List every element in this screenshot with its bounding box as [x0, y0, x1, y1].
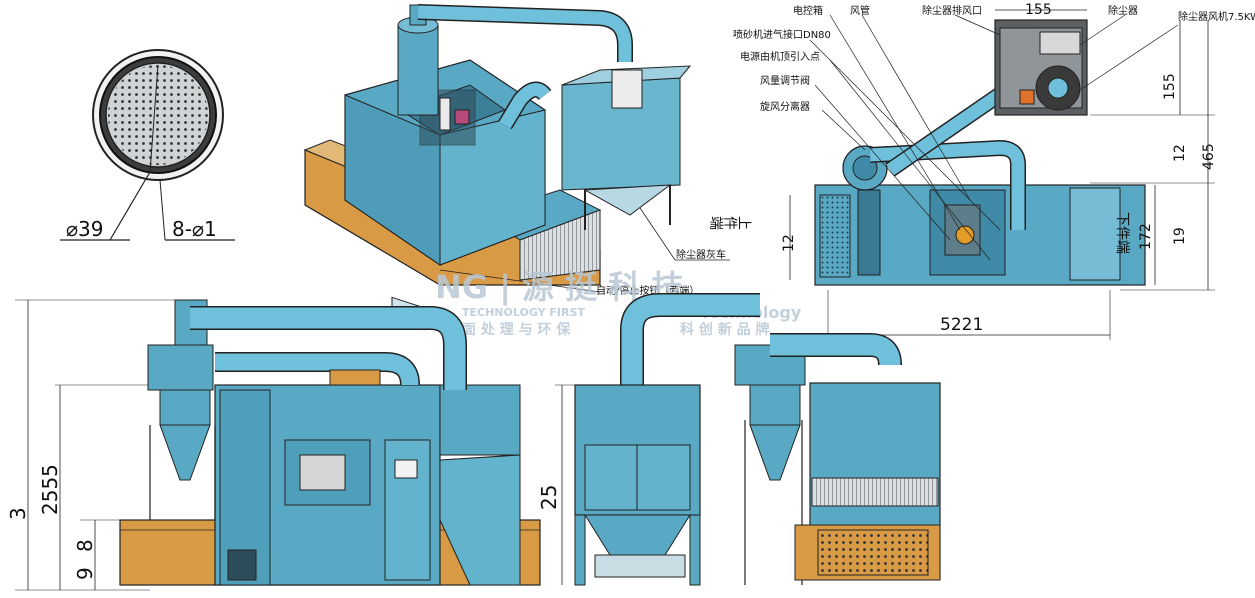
label-power-entry: 电源由机顶引入点: [740, 50, 820, 63]
label-collector: 除尘器: [1108, 4, 1138, 17]
dim-465: 465: [1201, 143, 1217, 170]
label-cyclone: 旋风分离器: [760, 100, 810, 113]
detail-diameter-label: ⌀39: [66, 217, 104, 241]
label-control-box: 电控箱: [793, 4, 823, 17]
label-collector-outlet: 除尘器排风口: [922, 4, 982, 17]
side-view-collector: 25: [537, 293, 760, 586]
dim-8: 8: [73, 539, 97, 552]
label-air-pipe: 风管: [850, 4, 870, 17]
dim-5221: 5221: [940, 315, 983, 335]
dim-12-a: 12: [781, 234, 797, 252]
dim-2555: 2555: [38, 464, 62, 515]
detail-holes-label: 8-⌀1: [172, 217, 217, 241]
front-view: 3 2555 8 9: [6, 299, 541, 591]
isometric-view: 除尘器灰车 自动/停止按钮（两端）: [303, 4, 730, 331]
label-damper: 风量调节阀: [760, 74, 810, 87]
label-collector-fan: 除尘器风机7.5KW: [1178, 10, 1255, 23]
watermark-extra2: 科 创 新 品 牌: [680, 321, 770, 338]
nozzle-detail: ⌀39 8-⌀1: [60, 49, 235, 241]
dim-9: 9: [73, 567, 97, 580]
dim-12-b: 12: [1172, 144, 1188, 162]
label-loading-end: 上件端: [710, 214, 752, 230]
dim-3: 3: [6, 507, 30, 520]
dim-19: 19: [1172, 227, 1188, 245]
label-unloading-end: 下件端: [1114, 212, 1130, 254]
label-blast-inlet: 喷砂机进气接口DN80: [733, 28, 831, 41]
top-view: 电控箱 风管 除尘器排风口 除尘器 除尘器风机7.5KW 喷砂机进气接口DN80…: [710, 2, 1255, 340]
end-view-machine: [734, 333, 941, 585]
watermark-slogan: 面 处 理 与 环 保: [462, 321, 571, 338]
watermark-tagline: TECHNOLOGY FIRST: [462, 306, 585, 319]
label-collector-car: 除尘器灰车: [676, 248, 726, 261]
dim-172: 172: [1138, 223, 1154, 250]
dim-155-top: 155: [1025, 2, 1052, 18]
dim-155-side: 155: [1162, 73, 1178, 100]
dim-25: 25: [537, 485, 561, 510]
